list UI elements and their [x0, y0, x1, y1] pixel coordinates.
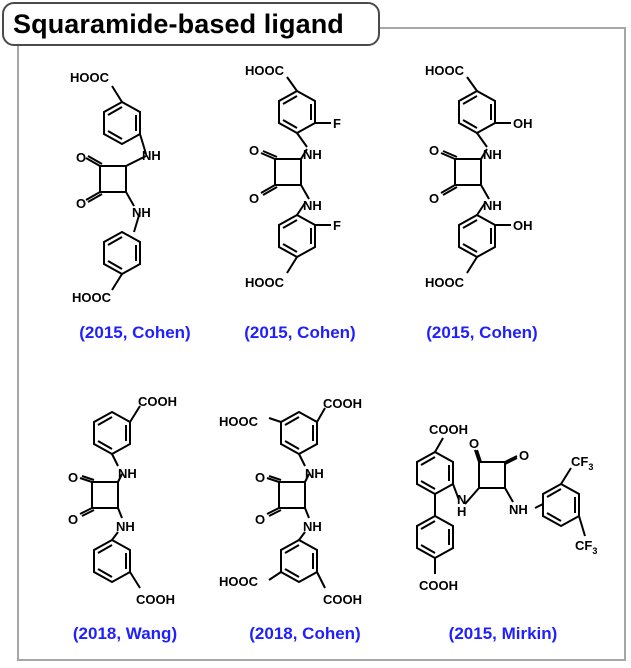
cf3-label: CF3 — [575, 538, 597, 556]
nh-label: NH — [303, 198, 322, 213]
oxygen-label: O — [68, 470, 78, 485]
cooh-label: COOH — [138, 394, 177, 409]
ligand-3-caption: (2015, Cohen) — [426, 323, 538, 342]
nh-label: NH — [305, 466, 324, 481]
nh-label: NH — [303, 519, 322, 534]
cf3-label: CF3 — [571, 454, 593, 472]
nh-label: NH — [132, 205, 151, 220]
nh-n-label: N — [457, 492, 466, 507]
cooh-label: HOOC — [72, 290, 112, 305]
cooh-label: COOH — [323, 592, 362, 607]
title-box: Squaramide-based ligand — [2, 2, 380, 46]
oxygen-label: O — [519, 448, 529, 463]
cooh-label: HOOC — [425, 63, 465, 78]
cooh-label: HOOC — [70, 70, 110, 85]
nh-label: NH — [118, 466, 137, 481]
oxygen-label: O — [429, 143, 439, 158]
cooh-label: HOOC — [245, 275, 285, 290]
ligand-2-structure: HOOC F NH O O NH F HOOC — [245, 63, 341, 290]
oxygen-label: O — [469, 436, 479, 451]
ligand-5-caption: (2018, Cohen) — [249, 624, 361, 643]
nh-label: NH — [483, 198, 502, 213]
nh-label: NH — [509, 502, 528, 517]
oxygen-label: O — [68, 512, 78, 527]
oxygen-label: O — [249, 143, 259, 158]
figure-frame — [17, 27, 626, 661]
ligand-4-structure: COOH NH O O NH COOH — [68, 394, 177, 607]
nh-label: NH — [483, 147, 502, 162]
fluorine-label: F — [333, 218, 341, 233]
ligand-6-caption: (2015, Mirkin) — [448, 624, 558, 643]
oxygen-label: O — [255, 470, 265, 485]
ligand-1-structure: HOOC NH O O NH HOOC — [70, 70, 161, 305]
cooh-label: COOH — [136, 592, 175, 607]
oxygen-label: O — [76, 150, 86, 165]
ligand-6-structure: COOH H N O O NH CF3 CF3 COOH — [416, 422, 597, 593]
cooh-label: HOOC — [219, 414, 259, 429]
ligand-4-caption: (2018, Wang) — [72, 624, 178, 643]
nh-label: NH — [116, 519, 135, 534]
cooh-label: HOOC — [245, 63, 285, 78]
nh-label: NH — [142, 148, 161, 163]
oxygen-label: O — [76, 196, 86, 211]
ligand-1-caption: (2015, Cohen) — [79, 323, 191, 342]
ligand-3-structure: HOOC OH NH O O NH OH HOOC — [425, 63, 533, 290]
cooh-label: COOH — [323, 396, 362, 411]
ligand-5-structure: HOOC COOH NH O O NH HOOC COOH — [219, 396, 362, 607]
fluorine-label: F — [333, 116, 341, 131]
oxygen-label: O — [255, 512, 265, 527]
nh-h-label: H — [457, 504, 466, 519]
figure-title: Squaramide-based ligand — [13, 8, 344, 39]
nh-label: NH — [303, 147, 322, 162]
cooh-label: COOH — [419, 578, 458, 593]
oxygen-label: O — [429, 191, 439, 206]
ligand-2-caption: (2015, Cohen) — [244, 323, 356, 342]
cooh-label: HOOC — [425, 275, 465, 290]
oxygen-label: O — [249, 191, 259, 206]
hydroxyl-label: OH — [513, 218, 533, 233]
cooh-label: COOH — [429, 422, 468, 437]
cooh-label: HOOC — [219, 574, 259, 589]
hydroxyl-label: OH — [513, 116, 533, 131]
